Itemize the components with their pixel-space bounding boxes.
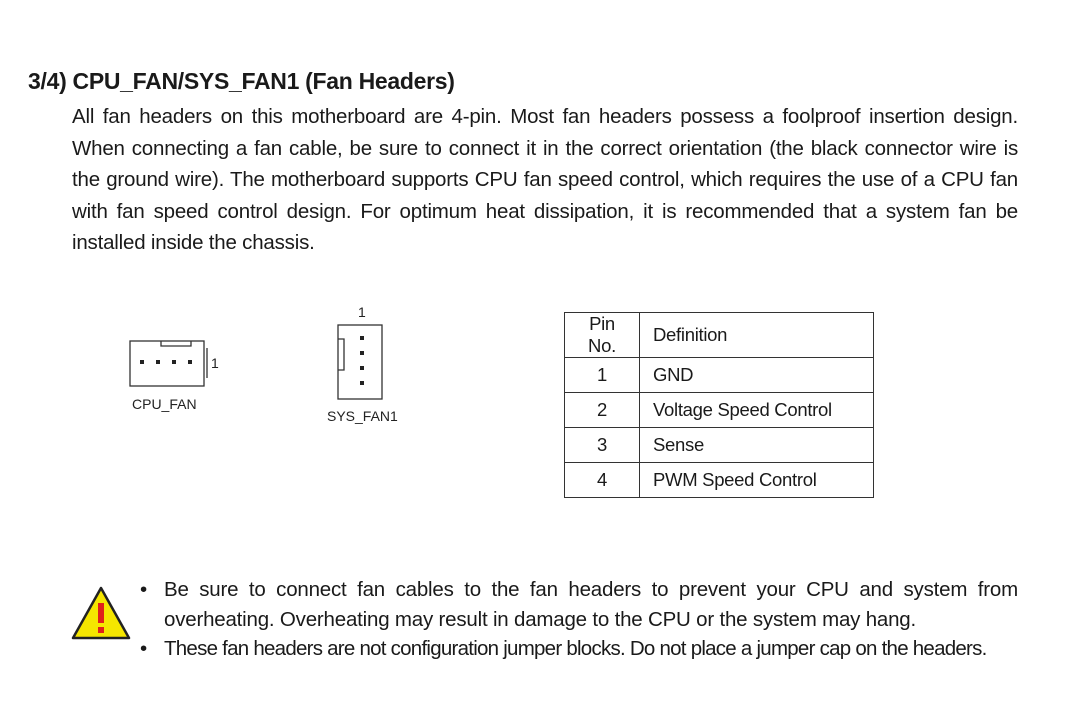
sys-fan-pin1-marker: 1 (358, 304, 366, 320)
table-row: 2 Voltage Speed Control (564, 392, 874, 428)
pin-definition-cell: GND (639, 357, 874, 393)
table-header-row: Pin No. Definition (564, 312, 874, 358)
list-item: • Be sure to connect fan cables to the f… (138, 575, 1018, 634)
warning-text: Be sure to connect fan cables to the fan… (164, 578, 1018, 631)
table-row: 4 PWM Speed Control (564, 462, 874, 498)
section-title: 3/4) CPU_FAN/SYS_FAN1 (Fan Headers) (28, 68, 455, 94)
pin-number-cell: 1 (564, 357, 640, 393)
pin-number-cell: 2 (564, 392, 640, 428)
pin-number-cell: 4 (564, 462, 640, 498)
table-row: 1 GND (564, 357, 874, 393)
sys-fan-label: SYS_FAN1 (327, 408, 398, 424)
warning-triangle-icon (71, 586, 131, 640)
cpu-fan-header-diagram (129, 340, 208, 387)
sys-fan-header-diagram (337, 324, 383, 400)
table-header-pin-no: Pin No. (564, 312, 640, 358)
bullet: • (140, 637, 147, 660)
bullet: • (140, 578, 147, 601)
warning-text: These fan headers are not configuration … (164, 637, 987, 660)
cpu-fan-label: CPU_FAN (132, 396, 197, 412)
pin-definition-cell: Sense (639, 427, 874, 463)
section-description: All fan headers on this motherboard are … (72, 105, 1018, 254)
list-item: • These fan headers are not configuratio… (138, 634, 1018, 664)
table-header-definition: Definition (639, 312, 874, 358)
pin-definition-cell: Voltage Speed Control (639, 392, 874, 428)
pin-definition-cell: PWM Speed Control (639, 462, 874, 498)
table-row: 3 Sense (564, 427, 874, 463)
warning-notes: • Be sure to connect fan cables to the f… (138, 575, 1018, 664)
pin-number-cell: 3 (564, 427, 640, 463)
cpu-fan-pin1-marker: 1 (211, 355, 219, 371)
pin-definition-table: Pin No. Definition 1 GND 2 Voltage Speed… (564, 312, 874, 498)
